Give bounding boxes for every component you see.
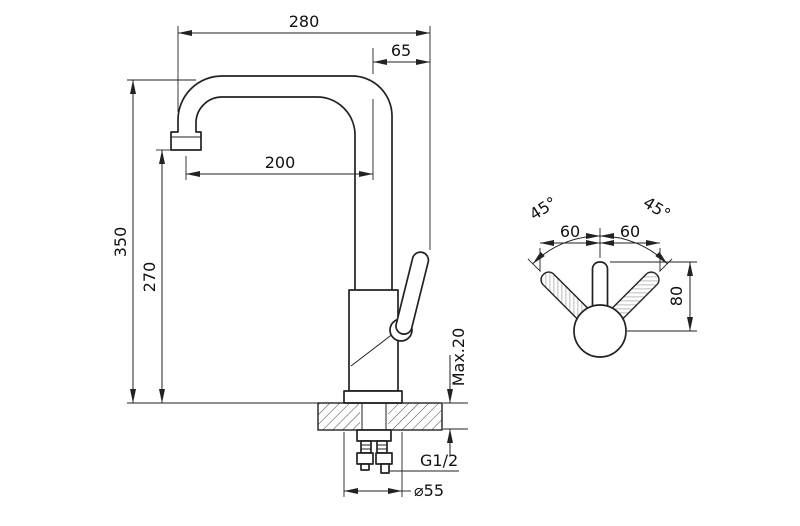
hose-tip-right: [380, 463, 390, 474]
shank-hole: [360, 404, 388, 429]
arc-45-left: [532, 232, 601, 265]
body-section-line: [350, 332, 395, 367]
dim-45-right-label: 45°: [640, 193, 674, 224]
front-view: 280 65 200 350 270 Max.20 G1/2 ⌀55: [111, 12, 468, 500]
handle-positions: [540, 261, 660, 358]
spout-gooseneck: [170, 75, 393, 297]
lever-handle: [395, 251, 430, 335]
ext-line: [527, 258, 541, 272]
hose-fitting-right: [375, 452, 393, 465]
dim-200-label: 200: [265, 153, 296, 172]
hose-right: [376, 440, 388, 454]
dim-80-label: 80: [667, 286, 686, 306]
faucet-body: [348, 289, 399, 392]
dim-350-label: 350: [111, 227, 130, 258]
dim-60-right-label: 60: [620, 222, 640, 241]
dim-55-label: ⌀55: [414, 481, 444, 500]
ext-line: [659, 258, 673, 272]
top-view: 45° 45° 60 60 80: [526, 193, 697, 358]
faucet-outline: [170, 75, 430, 404]
dim-45-left-label: 45°: [526, 193, 560, 224]
dim-max20-label: Max.20: [449, 328, 468, 387]
hose-left: [360, 440, 372, 454]
hose-tip-left: [360, 463, 370, 471]
dim-65-label: 65: [391, 41, 411, 60]
arc-45-right: [599, 232, 668, 265]
dimensions-front: 280 65 200 350 270 Max.20 G1/2 ⌀55: [111, 12, 468, 500]
faucet-base: [343, 390, 403, 404]
dim-60-left-label: 60: [560, 222, 580, 241]
dim-270-label: 270: [140, 262, 159, 293]
handle-base-circle: [573, 304, 627, 358]
dim-280-label: 280: [289, 12, 320, 31]
hose-fitting-left: [356, 452, 374, 465]
mounting-nut: [356, 429, 392, 442]
countertop-section: [317, 402, 443, 474]
dim-g12-label: G1/2: [420, 451, 458, 470]
